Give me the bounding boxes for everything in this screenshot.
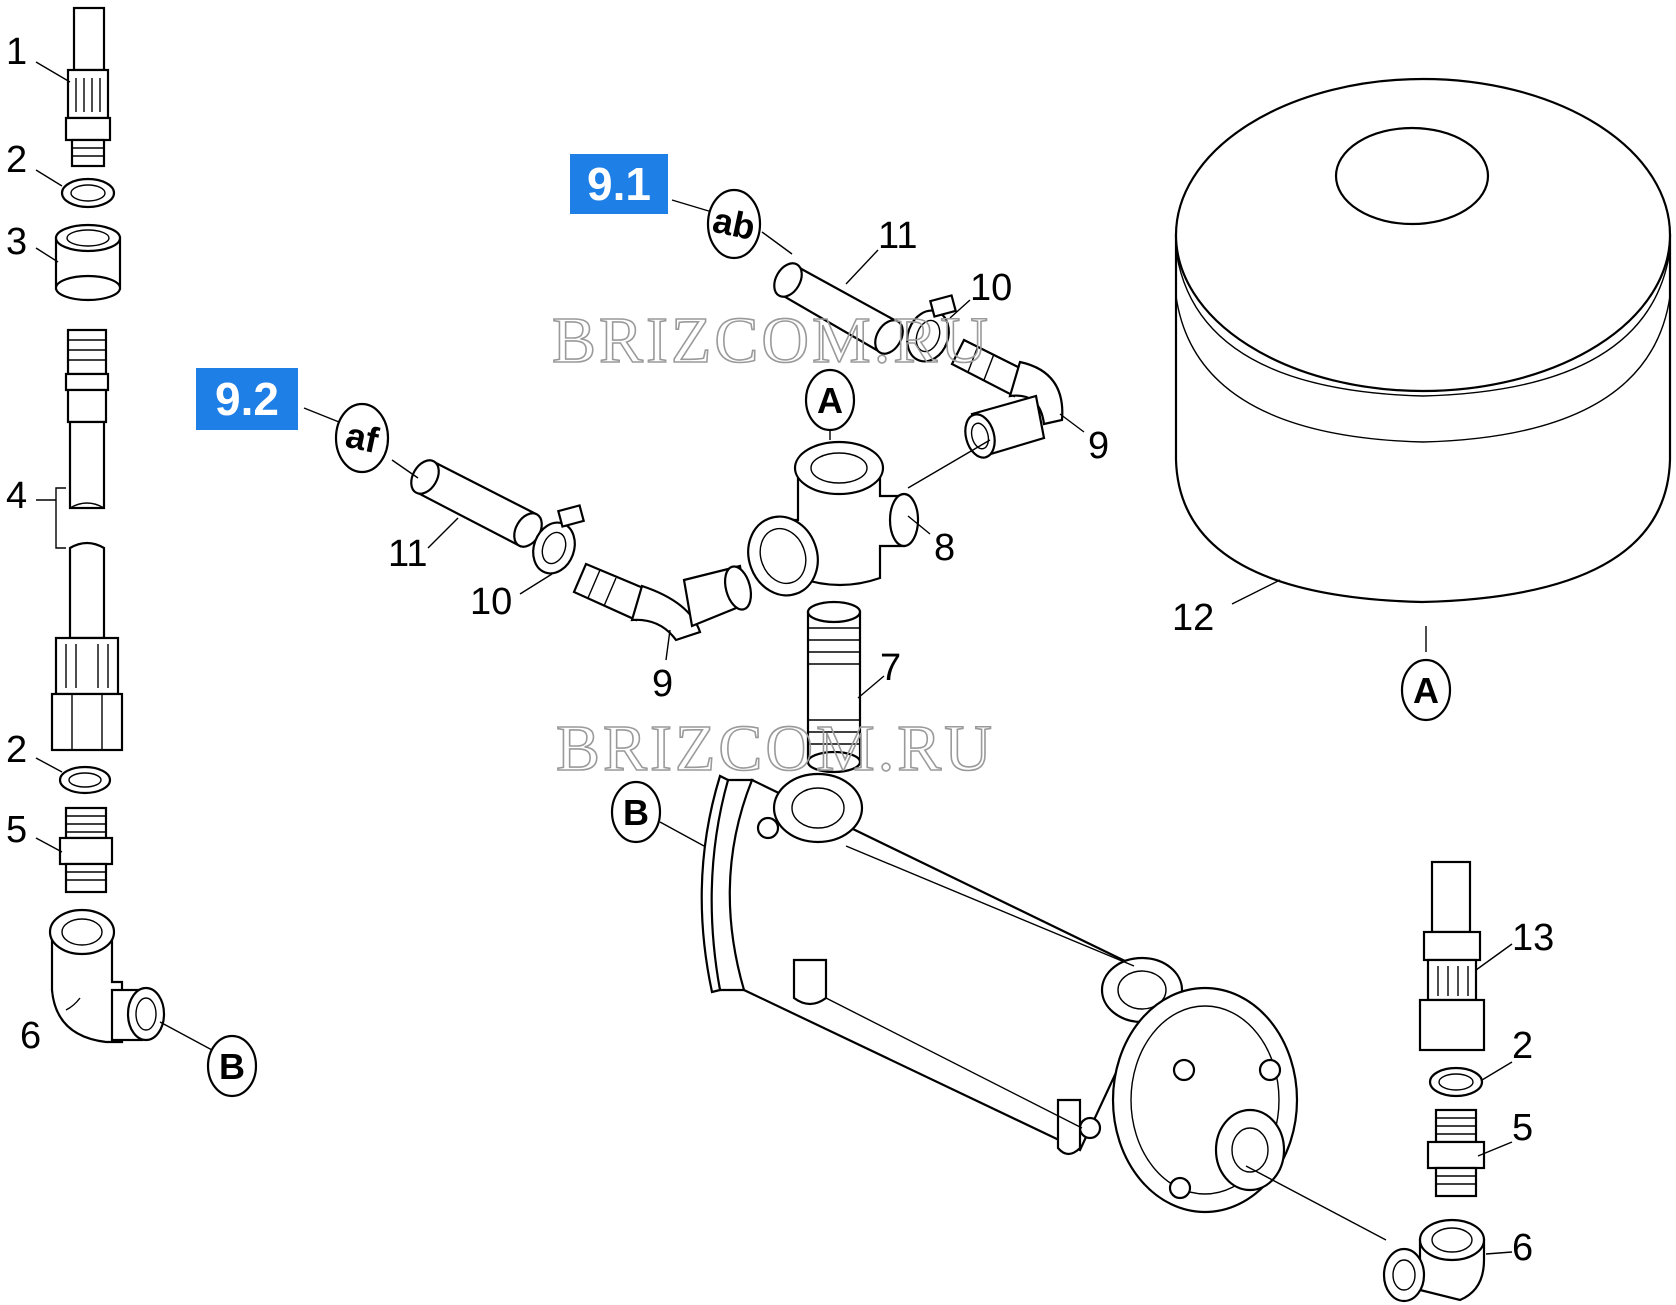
part-12-tank (1174, 77, 1672, 604)
part-1-hose-fitting (64, 6, 112, 168)
label-6: 6 (1512, 1227, 1533, 1269)
part-2-washer (58, 765, 112, 795)
label-4: 4 (6, 475, 27, 517)
heat-exchanger (700, 772, 1299, 1214)
circle-a-top-label: A (817, 380, 843, 421)
circle-b-exchanger: B (610, 780, 662, 844)
leader-lines (35, 61, 1513, 1255)
circle-ab-label: ab (709, 199, 759, 248)
part-10-clamp-upper (906, 294, 958, 363)
part-6-elbow (48, 908, 166, 1044)
part-6-elbow (1382, 1218, 1486, 1303)
label-9-lower: 9 (652, 663, 673, 705)
circle-a-tank: A (1400, 658, 1452, 722)
part-2-washer (60, 177, 116, 209)
label-3: 3 (6, 221, 27, 263)
part-5-nipple (1426, 1108, 1486, 1198)
part-9-elbow-upper (950, 338, 1064, 459)
part-7-long-nipple (806, 600, 862, 774)
label-5: 5 (1512, 1107, 1533, 1149)
label-11-lower: 11 (388, 533, 427, 575)
part-3-sleeve (54, 223, 122, 302)
circle-ab: ab (706, 188, 762, 260)
label-12: 12 (1172, 597, 1214, 639)
label-11-upper: 11 (878, 215, 917, 257)
label-10-lower: 10 (470, 581, 512, 623)
circle-b-left: B (206, 1034, 258, 1098)
part-9-elbow-lower (572, 562, 753, 642)
label-7: 7 (880, 647, 901, 689)
circle-a-top: A (804, 368, 856, 432)
label-1: 1 (6, 31, 27, 73)
label-10-upper: 10 (970, 267, 1012, 309)
badge-9-2-label: 9.2 (215, 373, 279, 425)
part-4-hose (50, 328, 124, 752)
badge-9-2: 9.2 (196, 368, 298, 430)
label-5: 5 (6, 809, 27, 851)
label-2: 2 (1512, 1025, 1533, 1067)
label-2: 2 (6, 729, 27, 771)
part-5-nipple (58, 806, 114, 894)
part-8-tee-fitting (747, 440, 920, 597)
badge-9-1-label: 9.1 (587, 158, 651, 210)
label-13: 13 (1512, 917, 1554, 959)
part-2-washer (1428, 1066, 1484, 1098)
circle-af: af (334, 402, 390, 474)
watermark-upper: BRIZCOM.RU (552, 304, 991, 377)
label-2: 2 (6, 139, 27, 181)
circle-b-exchanger-label: B (623, 792, 649, 833)
label-8: 8 (934, 527, 955, 569)
part-number-labels: 1 2 3 4 2 5 6 11 10 9 8 11 10 9 7 12 13 … (6, 31, 1554, 1269)
label-9-upper: 9 (1088, 425, 1109, 467)
part-10-clamp-lower (532, 504, 586, 575)
watermark-lower: BRIZCOM.RU (556, 712, 995, 785)
part-11-hose-upper (773, 262, 904, 355)
label-6: 6 (20, 1015, 41, 1057)
circle-b-left-label: B (219, 1046, 245, 1087)
badge-9-1: 9.1 (570, 154, 668, 214)
part-13-hose-fitting (1418, 860, 1486, 1052)
circle-a-tank-label: A (1413, 670, 1439, 711)
